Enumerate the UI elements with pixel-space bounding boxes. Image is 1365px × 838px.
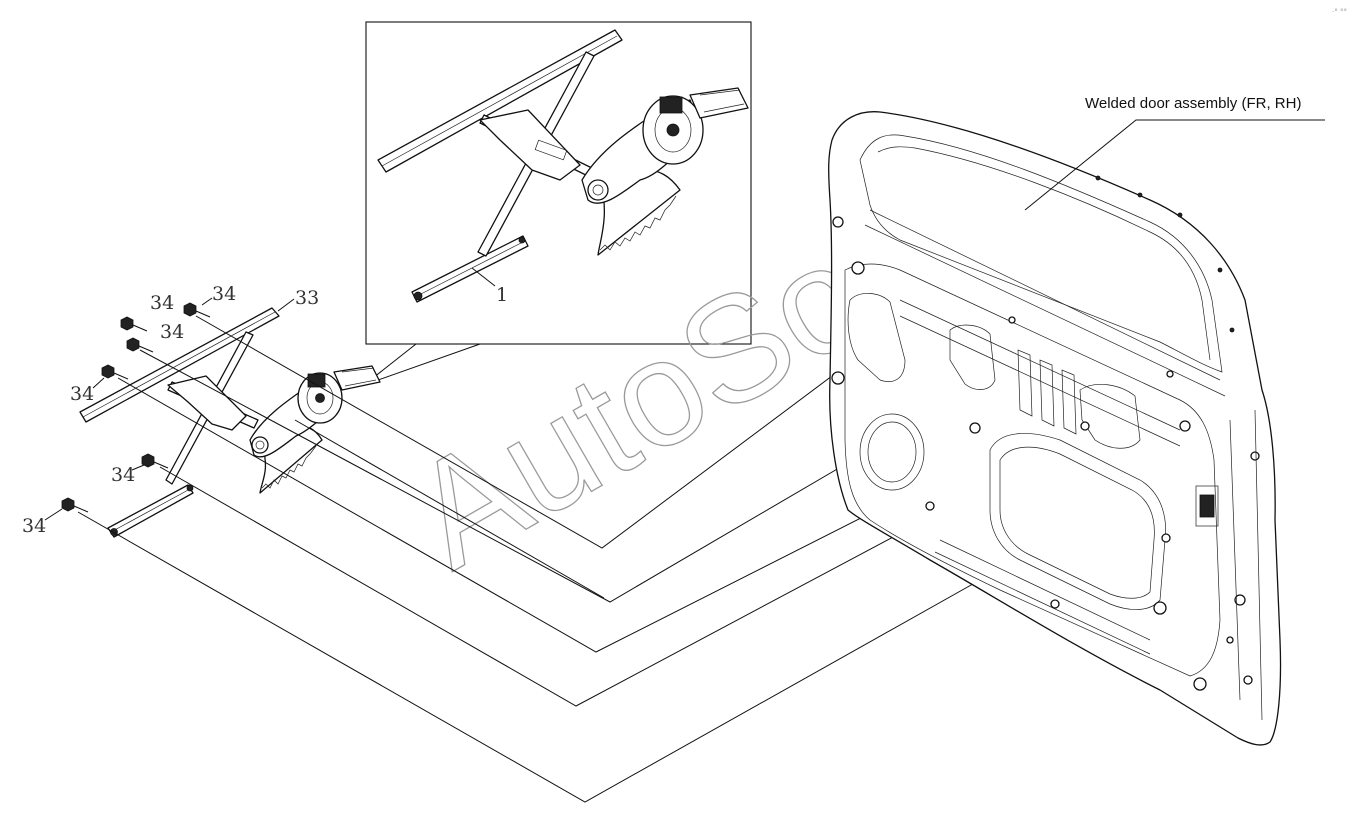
callout-34-f: 34 (22, 515, 46, 537)
connection-lines (77, 315, 1001, 803)
door-label: Welded door assembly (FR, RH) (1085, 95, 1301, 112)
bolt-2 (183, 302, 211, 318)
callout-34-d: 34 (70, 383, 94, 405)
window-regulator-assembly (79, 307, 381, 538)
callout-34-b: 34 (212, 283, 236, 305)
bolt-4 (101, 364, 129, 380)
callout-33: 33 (295, 287, 319, 309)
callout-34-a: 34 (150, 292, 174, 314)
bolt-6 (61, 497, 89, 513)
left-callouts: 34 34 33 34 34 34 34 (22, 283, 319, 537)
callout-34-e: 34 (111, 464, 135, 486)
callout-1: 1 (496, 284, 508, 306)
corner-mark: ·° °° (1332, 8, 1347, 16)
inset-window-regulator (377, 29, 749, 303)
bolts (61, 302, 211, 513)
detail-inset: 1 (363, 21, 752, 386)
bolt-1 (120, 316, 148, 332)
callout-34-c: 34 (160, 321, 184, 343)
door-label-group: Welded door assembly (FR, RH) (1024, 95, 1325, 211)
bolt-5 (141, 453, 169, 469)
door-assembly (828, 111, 1282, 746)
bolt-3 (126, 337, 154, 353)
